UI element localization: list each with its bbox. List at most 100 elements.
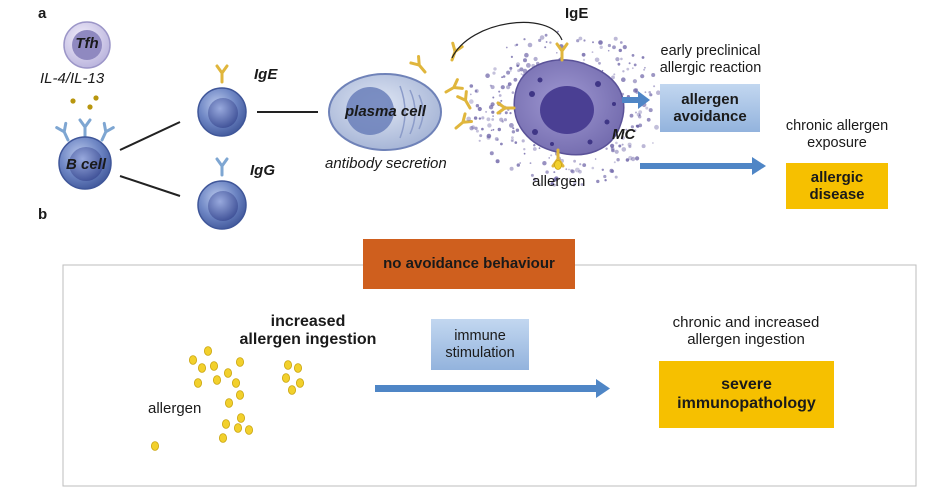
- granule: [466, 116, 472, 122]
- allergen-dot: [295, 378, 304, 388]
- chronic-ingestion-text: chronic and increased allergen ingestion: [650, 314, 842, 349]
- increased-ingestion-text: increased allergen ingestion: [220, 313, 396, 350]
- granule: [532, 147, 537, 151]
- allergen-label-a: allergen: [532, 173, 586, 190]
- no-avoidance-text: no avoidance behaviour: [383, 255, 555, 273]
- allergen-dot: [224, 398, 233, 408]
- ige-cell-label: IgE: [254, 66, 278, 83]
- panel-a-letter: a: [38, 5, 47, 22]
- panel-b-letter: b: [38, 206, 48, 223]
- granule: [519, 162, 522, 164]
- allergen-dot: [235, 390, 244, 400]
- granule: [573, 159, 576, 163]
- granule: [486, 117, 491, 122]
- granule: [549, 41, 552, 44]
- granule: [502, 75, 506, 78]
- granule: [628, 155, 633, 161]
- disease-line1: allergic: [810, 168, 864, 186]
- granule: [622, 70, 625, 73]
- granule: [545, 41, 548, 43]
- line-bcell-to-ige: [119, 121, 181, 151]
- granule: [609, 168, 614, 173]
- granule: [519, 67, 524, 72]
- allergen-particle: [554, 160, 562, 170]
- granule: [511, 136, 514, 140]
- granule: [498, 94, 502, 97]
- granule: [515, 43, 519, 46]
- granule: [491, 118, 495, 121]
- granule: [594, 57, 600, 63]
- granule: [495, 159, 500, 164]
- granule: [469, 84, 474, 88]
- allergen-dot: [197, 363, 206, 373]
- immune-stimulation-text: immune stimulation: [431, 319, 529, 370]
- granule: [613, 36, 618, 41]
- granule: [475, 104, 480, 108]
- granule: [633, 63, 637, 67]
- immune-line1: immune: [454, 327, 506, 344]
- granule: [494, 137, 499, 141]
- granule: [520, 73, 523, 75]
- granule: [510, 55, 513, 59]
- granule: [622, 45, 627, 50]
- granule: [601, 69, 604, 72]
- granule: [504, 111, 508, 115]
- severe-line2: immunopathology: [677, 394, 816, 412]
- severe-immunopathology-box: [659, 361, 834, 428]
- granule: [644, 91, 647, 94]
- granule: [591, 166, 595, 170]
- granule: [634, 129, 637, 132]
- granule: [479, 134, 483, 138]
- granule: [605, 147, 608, 150]
- plasma-cell-nucleus: [346, 87, 394, 135]
- arrow-to-severe: [375, 379, 610, 398]
- granule: [620, 135, 625, 140]
- allergen-dot: [287, 385, 296, 395]
- early-reaction-text: early preclinical allergic reaction: [643, 43, 778, 76]
- mast-cell-inner-granules: [529, 77, 616, 146]
- granule: [656, 90, 661, 95]
- granule: [631, 67, 634, 70]
- granule: [490, 85, 495, 90]
- ige-antibody-small: [215, 64, 229, 84]
- granule: [613, 73, 616, 76]
- allergen-dot: [244, 425, 253, 435]
- granule: [516, 64, 519, 68]
- granule: [618, 144, 622, 148]
- granule: [601, 168, 604, 171]
- granule: [489, 151, 494, 156]
- granule: [654, 124, 659, 130]
- granule: [603, 174, 607, 179]
- granule: [635, 124, 639, 128]
- granule: [526, 63, 531, 68]
- granule: [575, 167, 580, 173]
- allergic-disease-box: [786, 163, 888, 209]
- allergen-avoidance-text: allergen avoidance: [660, 84, 760, 132]
- granule: [503, 118, 507, 122]
- granule: [469, 99, 474, 104]
- early-reaction-line1: early preclinical: [660, 43, 761, 59]
- granule: [651, 73, 656, 77]
- granule: [611, 75, 615, 80]
- granule: [478, 117, 482, 120]
- granule: [582, 58, 586, 62]
- granule: [625, 128, 628, 131]
- granule: [570, 169, 575, 174]
- allergen-dot: [231, 378, 240, 388]
- granule: [596, 179, 600, 184]
- allergen-dot: [235, 357, 244, 367]
- granule: [638, 115, 642, 119]
- granule: [505, 46, 508, 49]
- granule: [492, 96, 495, 99]
- granule: [568, 168, 570, 171]
- granule: [552, 177, 557, 182]
- granule: [511, 91, 515, 94]
- granule: [612, 45, 616, 50]
- chronic-exposure-text: chronic allergen exposure: [770, 118, 904, 151]
- allergen-dot: [283, 360, 292, 370]
- granule: [643, 68, 646, 71]
- allergen-dot: [203, 346, 212, 356]
- increased-line2: allergen ingestion: [239, 331, 377, 349]
- allergen-dot: [218, 433, 227, 443]
- granule: [592, 41, 594, 44]
